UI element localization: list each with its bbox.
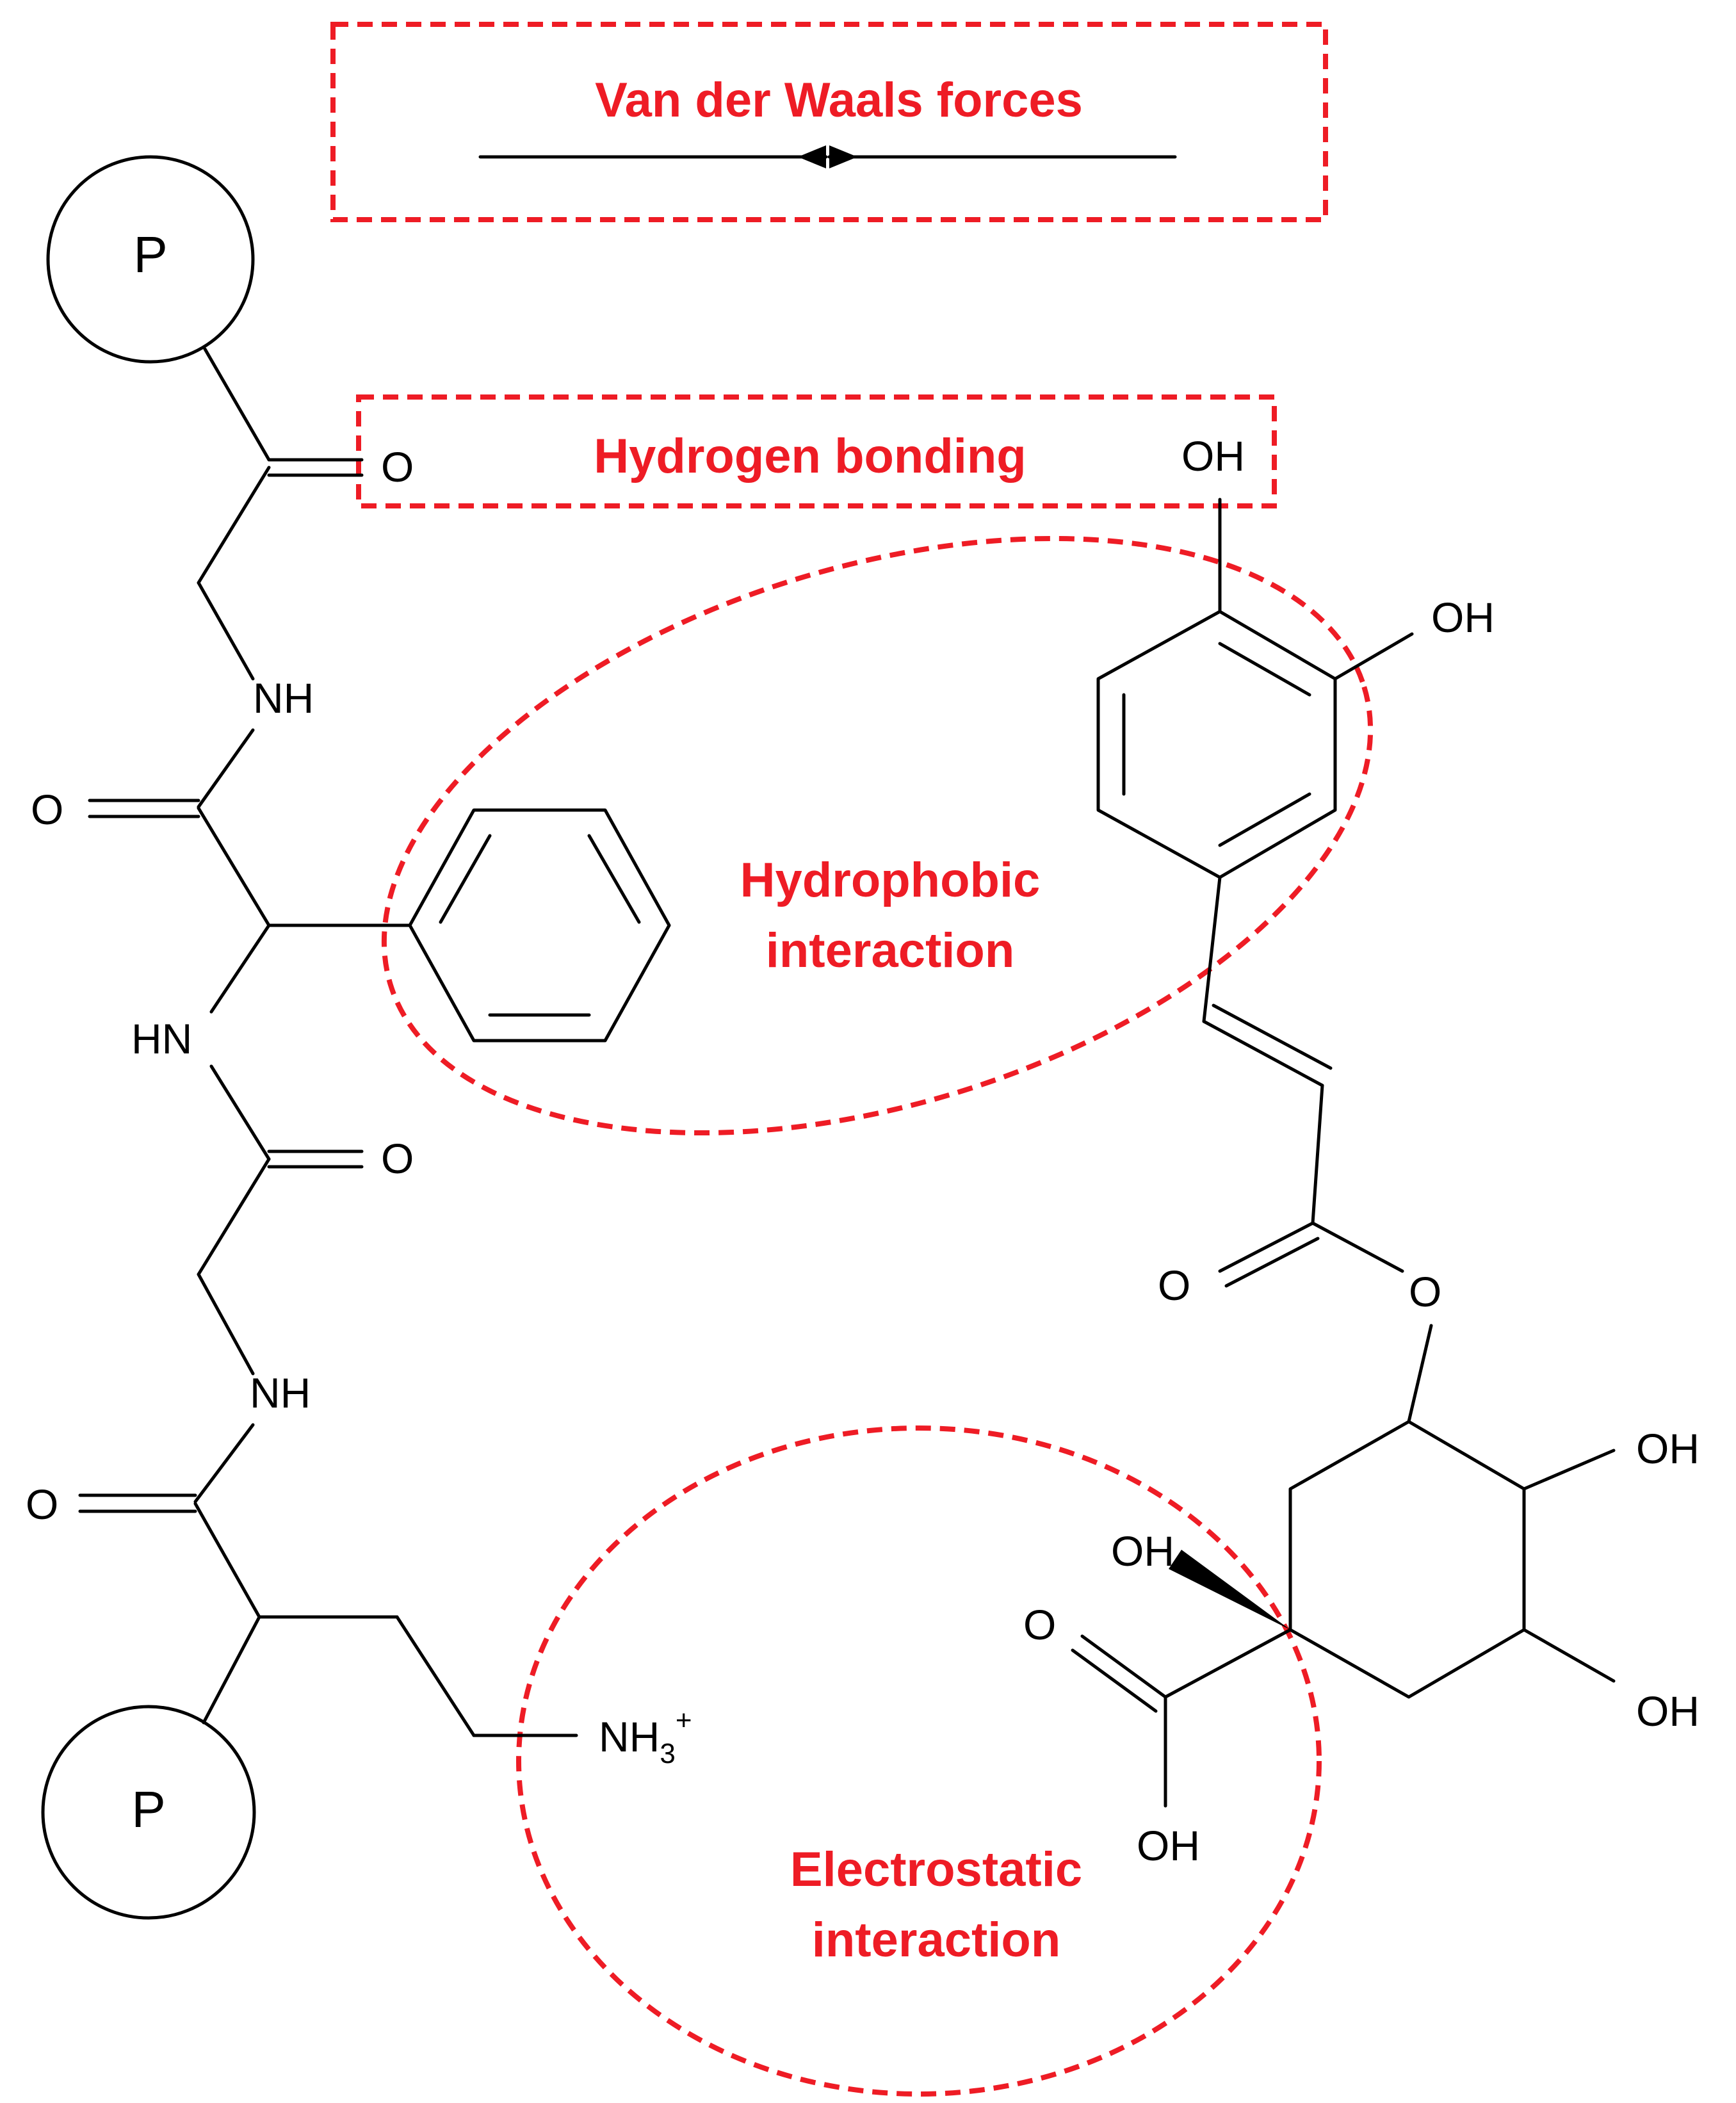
protein-circle-top	[46, 155, 255, 364]
van-der-waals-arrows	[478, 145, 1177, 168]
amine-subscript: 3	[660, 1738, 675, 1769]
oh-catechol-top: OH	[1181, 432, 1245, 480]
peptide-structure	[41, 155, 671, 1920]
nh-label-1: NH	[253, 674, 314, 722]
amine-base: NH	[599, 1713, 660, 1760]
acid-oh: OH	[1137, 1822, 1200, 1869]
wedge-bond	[1169, 1550, 1290, 1630]
carbonyl-o-2: O	[31, 786, 63, 833]
annotation-labels: Van der Waals forces Hydrogen bonding Hy…	[594, 73, 1083, 1967]
hydrophobic-ellipse	[381, 535, 1374, 1136]
hydrophobic-label-line1: Hydrophobic	[740, 853, 1041, 907]
van-der-waals-label: Van der Waals forces	[595, 73, 1083, 127]
van-der-waals-box	[330, 22, 1328, 222]
electrostatic-ellipse	[516, 1425, 1322, 2097]
electrostatic-label-line2: interaction	[812, 1913, 1061, 1967]
ester-carbonyl-o: O	[1158, 1262, 1190, 1309]
electrostatic-label-line1: Electrostatic	[790, 1842, 1082, 1897]
nh-label-2: NH	[250, 1369, 311, 1417]
protein-label-top: P	[133, 226, 167, 283]
phenyl-ring	[408, 808, 671, 1043]
oh-ring-lower: OH	[1636, 1687, 1699, 1735]
protein-circle-bottom	[41, 1705, 256, 1920]
ester-o: O	[1409, 1268, 1441, 1315]
quinic-ring	[1288, 1420, 1526, 1699]
carbonyl-o-1: O	[381, 443, 414, 491]
chemical-labels: P P O NH O HN O NH O NH3+ OH OH O O OH O…	[26, 226, 1699, 1869]
oh-catechol-side: OH	[1431, 594, 1495, 641]
protein-label-bottom: P	[131, 1781, 165, 1838]
hydrogen-bonding-label: Hydrogen bonding	[594, 429, 1026, 483]
catechol-ring	[1096, 610, 1337, 879]
hydrophobic-label-line2: interaction	[766, 923, 1015, 978]
amine-label: NH3+	[599, 1705, 692, 1769]
arrowhead-left	[798, 145, 826, 168]
hn-label: HN	[131, 1015, 192, 1062]
chlorogenic-acid-structure	[1071, 498, 1616, 1808]
arrowhead-right	[829, 145, 857, 168]
carbonyl-o-4: O	[26, 1481, 58, 1528]
oh-wedge: OH	[1111, 1527, 1174, 1575]
oh-ring-upper: OH	[1636, 1425, 1699, 1472]
carbonyl-o-3: O	[381, 1135, 414, 1182]
acid-carbonyl-o: O	[1023, 1601, 1056, 1648]
amine-charge: +	[676, 1705, 692, 1736]
